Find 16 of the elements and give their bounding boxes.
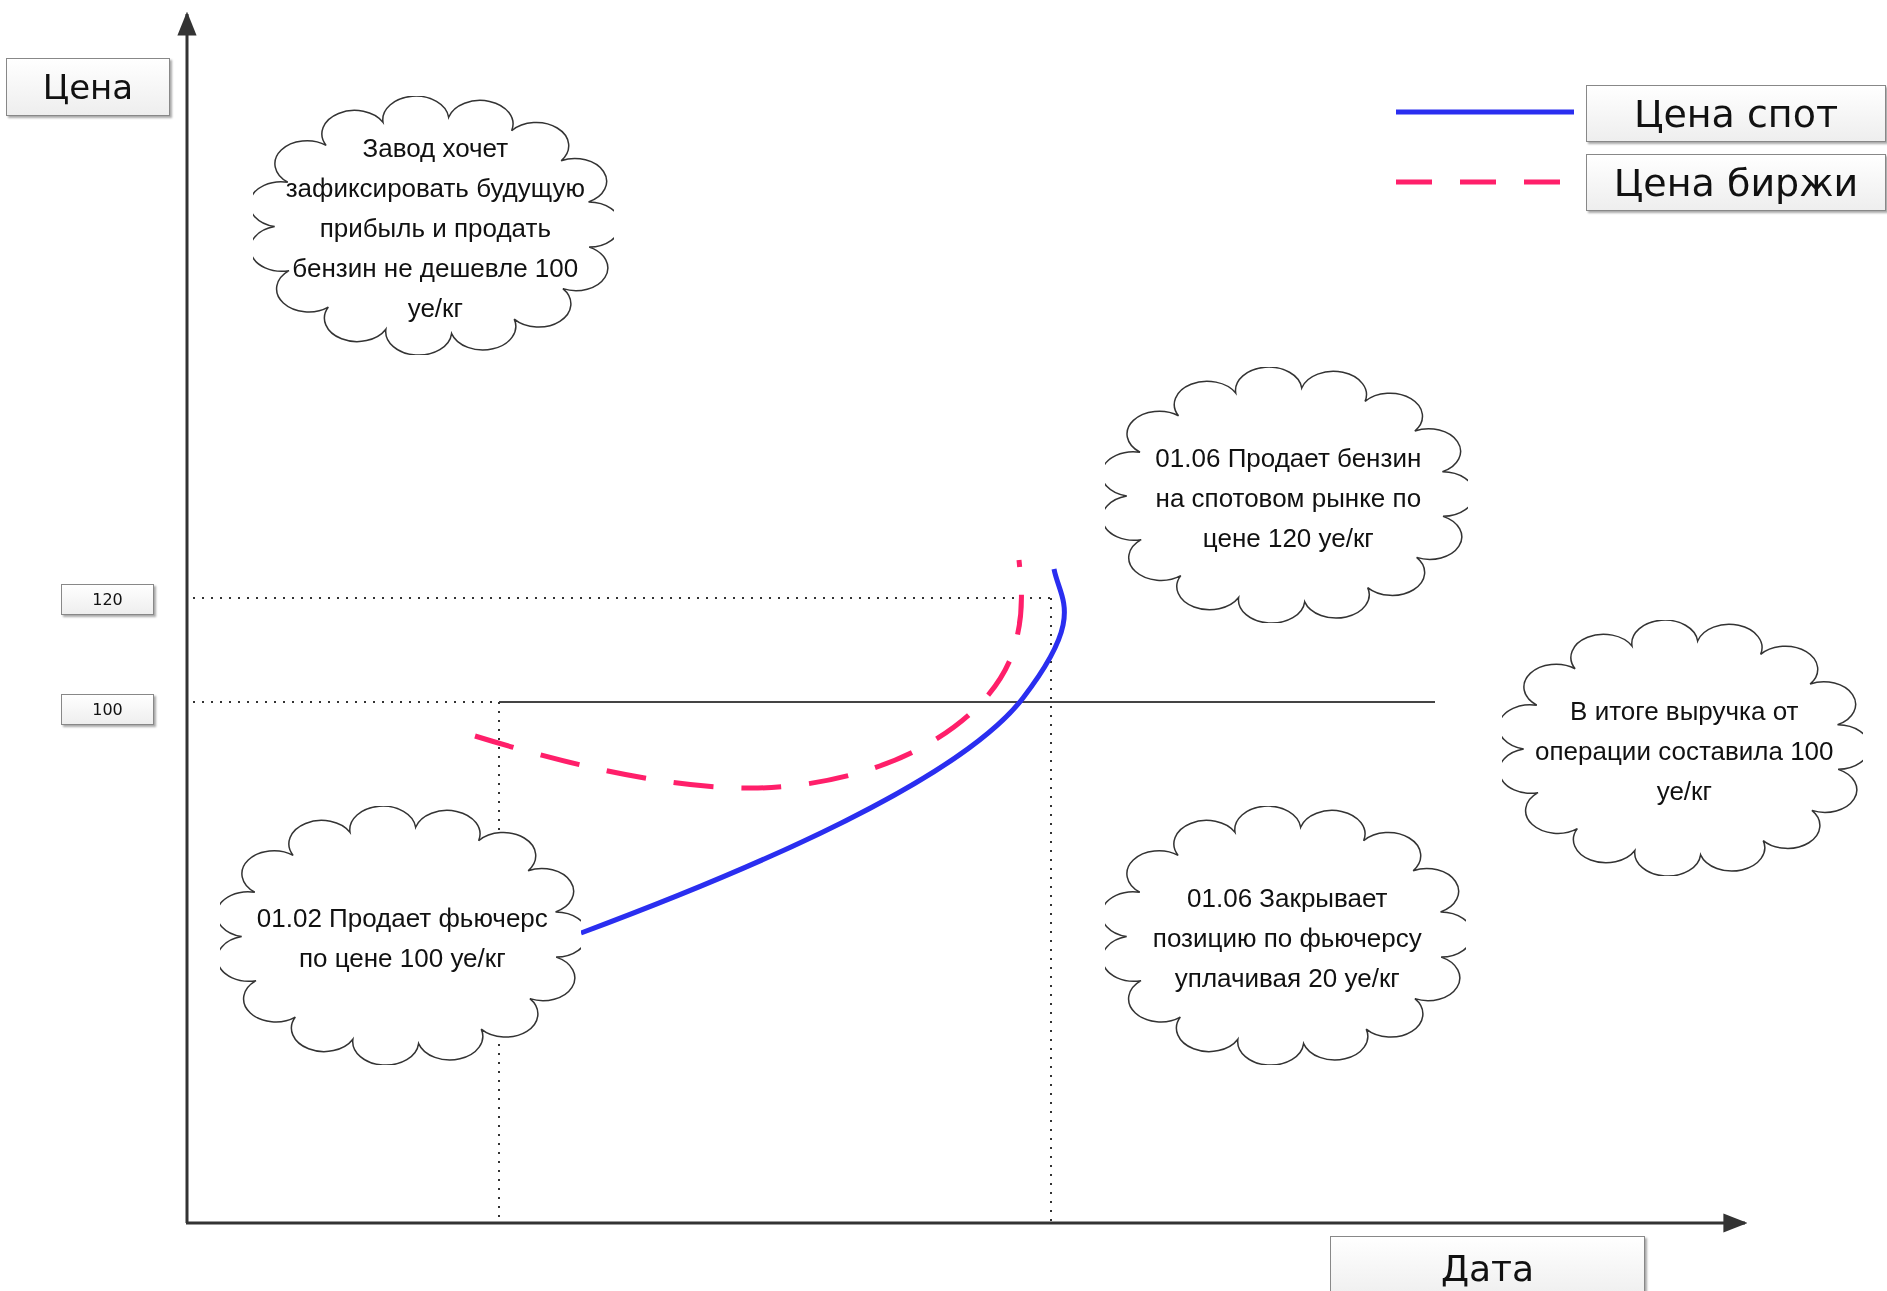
axis-title: Дата — [1330, 1236, 1645, 1291]
cloud-text: 01.06 Закрывает позицию по фьючерсу уплачивая 20 уе/кг — [1151, 882, 1423, 996]
legend-label: Цена спот — [1586, 85, 1886, 142]
cloud-text: Завод хочет зафиксировать будущую прибыль и продать бензин не дешевле 100 уе/кг — [285, 132, 586, 324]
thought-cloud — [1105, 806, 1466, 1065]
cloud-text: 01.02 Продает фьючерс по цене 100 уе/кг — [255, 902, 549, 976]
thought-cloud — [1105, 367, 1468, 623]
cloud-text: 01.06 Продает бензин на спотовом рынке по цене 120 уе/кг — [1154, 441, 1423, 555]
thought-cloud — [220, 806, 581, 1065]
axis-title: Цена — [6, 58, 170, 116]
thought-cloud — [1502, 620, 1863, 876]
thought-cloud — [253, 96, 614, 355]
tick-label: 120 — [61, 584, 154, 615]
legend-label: Цена биржи — [1586, 154, 1886, 211]
cloud-text: В итоге выручка от операции составила 100 уе/кг — [1534, 694, 1835, 808]
tick-label: 100 — [61, 694, 154, 725]
